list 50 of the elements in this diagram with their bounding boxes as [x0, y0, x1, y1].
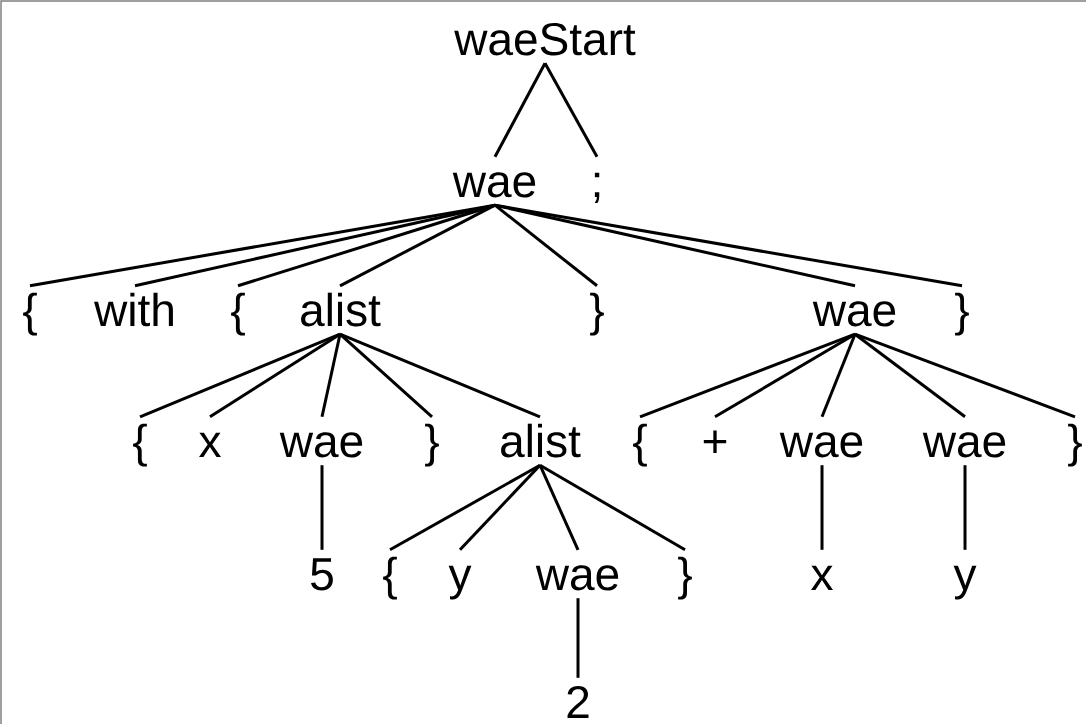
tree-branch	[320, 465, 324, 550]
tree-branch	[538, 464, 580, 551]
tree-label: wae	[922, 432, 1006, 458]
tree-branch	[543, 62, 599, 158]
tree-label: 2	[567, 685, 589, 718]
tree-label: }	[425, 423, 439, 467]
tree-label: wae	[452, 172, 536, 198]
tree-label: }	[1068, 423, 1082, 467]
tree-branch	[237, 203, 496, 288]
tree-label: with	[94, 292, 173, 327]
tree-label: 5	[311, 558, 333, 591]
tree-branch	[339, 332, 541, 419]
tree-branch	[493, 62, 547, 158]
tree-label: x	[199, 432, 221, 457]
tree-label: {	[231, 292, 245, 336]
tree-branch	[339, 333, 433, 418]
tree-label: {	[133, 423, 147, 467]
tree-branch	[820, 333, 857, 418]
tree-branch	[820, 465, 824, 550]
tree-branch	[494, 203, 963, 288]
tree-label: {	[383, 556, 397, 600]
tree-branch	[494, 204, 598, 287]
tree-label: wae	[535, 565, 619, 591]
tree-label: ;	[594, 172, 600, 203]
tree-label: wae	[279, 432, 363, 458]
tree-branch	[209, 332, 341, 419]
tree-branch	[963, 465, 967, 550]
tree-label: +	[703, 430, 727, 453]
tree-branch	[854, 333, 966, 418]
tree-branch	[539, 463, 686, 552]
tree-label: alist	[301, 292, 381, 327]
tree-branch	[339, 203, 496, 288]
tree-label: {	[23, 292, 37, 336]
tree-branch	[714, 332, 856, 419]
tree-label: wae	[779, 432, 863, 458]
tree-branch	[854, 332, 1076, 419]
tree-branch	[389, 463, 541, 552]
tree-label: }	[590, 292, 604, 336]
tree-branch	[320, 333, 342, 418]
tree-branch	[576, 598, 580, 678]
tree-label: y	[953, 565, 977, 600]
tree-branch	[458, 464, 542, 551]
tree-label: y	[448, 565, 472, 600]
tree-label: }	[955, 292, 969, 336]
tree-label: }	[678, 556, 692, 600]
tree-label: wae	[812, 301, 896, 327]
tree-label: {	[633, 423, 647, 467]
tree-label: alist	[501, 423, 581, 458]
tree-label: x	[811, 565, 833, 590]
tree-label: waeStart	[454, 22, 636, 56]
